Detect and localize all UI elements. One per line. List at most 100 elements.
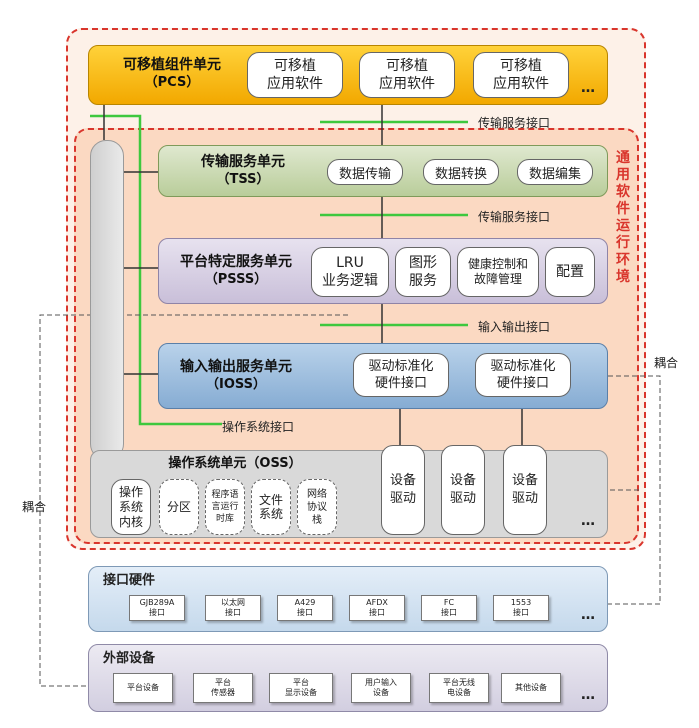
external-ellipsis: … [581, 687, 595, 703]
port-afdx: AFDX 接口 [349, 595, 405, 621]
psss-item-lru: LRU 业务逻辑 [311, 247, 389, 297]
device-platform: 平台设备 [113, 673, 173, 703]
pcs-subtitle: （PCS） [144, 75, 200, 90]
pcs-app-2-line1: 可移植 [386, 58, 428, 74]
oss-unit: 操作系统单元（OSS） 操作 系统 内核 分区 程序语 言运行 时库 文件 系统… [90, 445, 608, 538]
psss-item-lru-line1: LRU [336, 255, 364, 271]
oss-item-runtime: 程序语 言运行 时库 [205, 479, 245, 535]
oss-item-network-line1: 网络 [307, 488, 327, 500]
pcs-app-2: 可移植 应用软件 [359, 52, 455, 98]
pcs-app-1-line1: 可移植 [274, 58, 316, 74]
hardware-title: 接口硬件 [103, 573, 156, 588]
tss-item-data-assembly: 数据编集 [517, 159, 593, 185]
psss-item-health-line2: 故障管理 [473, 272, 522, 286]
oss-item-runtime-line3: 时库 [215, 514, 234, 524]
device-radio-line2: 电设备 [447, 688, 471, 697]
oss-item-network-line2: 协议 [307, 501, 327, 513]
tss-title: 传输服务单元 （TSS） [163, 153, 323, 189]
psss-item-lru-line2: 业务逻辑 [322, 273, 378, 289]
device-other: 其他设备 [501, 673, 561, 703]
pcs-app-3-line2: 应用软件 [493, 76, 549, 92]
io-interface-label: 输入输出接口 [478, 320, 551, 334]
device-user-input: 用户输入 设备 [351, 673, 411, 703]
oss-item-partition: 分区 [159, 479, 199, 535]
port-fc: FC 接口 [421, 595, 477, 621]
oss-item-runtime-line1: 程序语 [211, 490, 239, 500]
oss-item-kernel-line3: 内核 [118, 514, 143, 529]
port-1553-line1: 1553 [510, 598, 532, 607]
ioss-item-1-line1: 驱动标准化 [368, 359, 434, 374]
device-radio-line1: 平台无线 [443, 678, 475, 687]
device-user-input-line1: 用户输入 [365, 678, 397, 687]
pcs-app-3-line1: 可移植 [500, 58, 542, 74]
device-sensor-line1: 平台 [215, 678, 231, 687]
oss-driver-2: 设备 驱动 [441, 445, 485, 535]
pcs-app-2-line2: 应用软件 [379, 76, 435, 92]
port-1553-line2: 接口 [513, 608, 529, 617]
port-ethernet-line1: 以太网 [221, 598, 245, 607]
hardware-ellipsis: … [581, 607, 595, 623]
ioss-subtitle: （IOSS） [205, 377, 267, 392]
port-gjb289a-line1: GJB289A [139, 598, 175, 607]
ioss-item-2-line1: 驱动标准化 [490, 359, 556, 374]
oss-driver-1-line2: 驱动 [389, 491, 416, 506]
psss-title: 平台特定服务单元 （PSSS） [161, 253, 311, 289]
oss-driver-1: 设备 驱动 [381, 445, 425, 535]
oss-driver-2-line1: 设备 [449, 473, 476, 488]
device-platform-text: 平台设备 [127, 683, 159, 692]
port-ethernet: 以太网 接口 [205, 595, 261, 621]
psss-unit: 平台特定服务单元 （PSSS） LRU 业务逻辑 图形 服务 健康控制和 故障管… [158, 238, 608, 304]
oss-driver-3: 设备 驱动 [503, 445, 547, 535]
ioss-title-text: 输入输出服务单元 [180, 359, 292, 375]
psss-subtitle: （PSSS） [204, 272, 268, 287]
oss-ellipsis: … [581, 513, 595, 529]
ioss-title: 输入输出服务单元 （IOSS） [161, 358, 311, 394]
port-ethernet-line2: 接口 [225, 608, 241, 617]
pcs-app-1-line2: 应用软件 [267, 76, 323, 92]
oss-driver-3-line1: 设备 [511, 473, 538, 488]
device-sensor: 平台 传感器 [193, 673, 253, 703]
psss-title-text: 平台特定服务单元 [180, 254, 292, 270]
tss-item-data-transfer: 数据传输 [327, 159, 403, 185]
interface-hardware-unit: 接口硬件 GJB289A 接口 以太网 接口 A429 接口 AFDX 接口 F… [88, 566, 608, 632]
psss-item-graphics: 图形 服务 [395, 247, 451, 297]
os-interface-label: 操作系统接口 [222, 420, 295, 434]
device-other-text: 其他设备 [515, 683, 547, 692]
port-fc-line1: FC [443, 598, 455, 607]
oss-item-filesystem-line1: 文件 [258, 493, 283, 507]
external-devices-unit: 外部设备 平台设备 平台 传感器 平台 显示设备 用户输入 设备 平台无线 电设… [88, 644, 608, 712]
psss-item-graphics-line2: 服务 [409, 273, 437, 289]
oss-item-kernel-line1: 操作 [118, 484, 143, 499]
ioss-item-1: 驱动标准化 硬件接口 [353, 353, 449, 397]
environment-label: 通用软件运行环境 [616, 150, 630, 285]
ioss-unit: 输入输出服务单元 （IOSS） 驱动标准化 硬件接口 驱动标准化 硬件接口 [158, 343, 608, 409]
device-display: 平台 显示设备 [269, 673, 333, 703]
tss-subtitle: （TSS） [216, 172, 270, 187]
oss-item-runtime-line2: 言运行 [211, 502, 239, 512]
psss-item-config: 配置 [545, 247, 595, 297]
pcs-ellipsis: … [581, 80, 595, 96]
port-afdx-line2: 接口 [369, 608, 385, 617]
oss-driver-2-line2: 驱动 [449, 491, 476, 506]
tss-item-data-conversion: 数据转换 [423, 159, 499, 185]
ioss-item-1-line2: 硬件接口 [374, 376, 427, 391]
oss-item-network-stack: 网络 协议 栈 [297, 479, 337, 535]
port-gjb289a-line2: 接口 [149, 608, 165, 617]
port-a429-line1: A429 [294, 598, 316, 607]
coupling-label-left: 耦合 [22, 500, 47, 514]
oss-driver-1-line1: 设备 [389, 473, 416, 488]
oss-item-network-line3: 栈 [312, 514, 322, 526]
port-gjb289a: GJB289A 接口 [129, 595, 185, 621]
pcs-app-3: 可移植 应用软件 [473, 52, 569, 98]
psss-item-config-text: 配置 [556, 264, 584, 280]
oss-title: 操作系统单元（OSS） [168, 456, 302, 471]
ioss-item-2: 驱动标准化 硬件接口 [475, 353, 571, 397]
tss-unit: 传输服务单元 （TSS） 数据传输 数据转换 数据编集 [158, 145, 608, 197]
tsi-label-top: 传输服务接口 [478, 116, 551, 130]
oss-item-kernel: 操作 系统 内核 [111, 479, 151, 535]
psss-item-health: 健康控制和 故障管理 [457, 247, 539, 297]
pcs-unit: 可移植组件单元 （PCS） 可移植 应用软件 可移植 应用软件 可移植 应用软件… [88, 45, 608, 105]
external-title: 外部设备 [103, 651, 156, 666]
port-1553: 1553 接口 [493, 595, 549, 621]
port-a429: A429 接口 [277, 595, 333, 621]
